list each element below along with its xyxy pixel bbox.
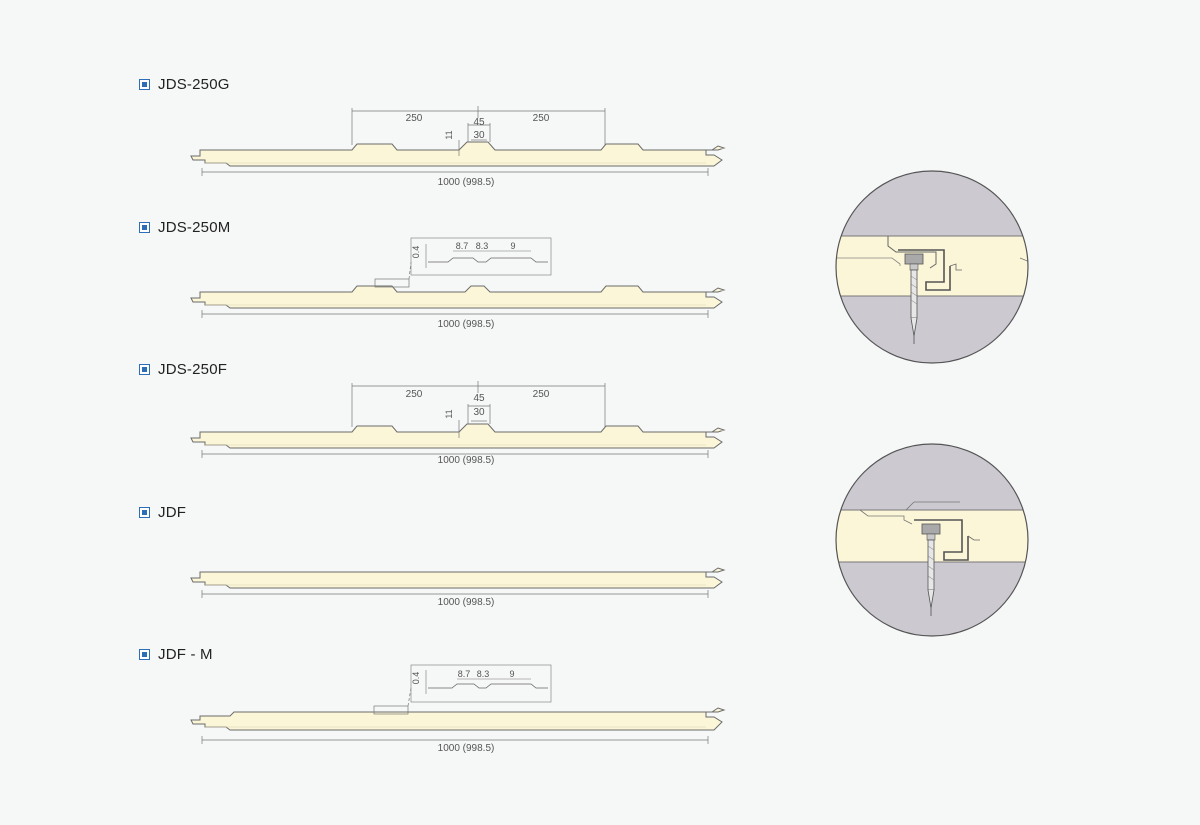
section-title-jdf-m: JDF - M [139,645,213,663]
square-bullet-icon [139,648,150,660]
square-bullet-icon [139,363,150,375]
dim-seg-a: 8.7 [456,241,469,251]
dim-seg-c: 9 [509,669,514,679]
section-title-jds-250g: JDS-250G [139,75,230,93]
dim-thickness: 0.4 [411,672,421,685]
dim-groove-top: 45 [473,117,485,128]
panel-profile-jdf-m: 0.4 8.7 8.3 9 1000 (998.5) [190,664,726,754]
dim-seg-a: 8.7 [458,669,471,679]
dim-depth: 11 [444,130,454,139]
section-title-jdf: JDF [139,503,186,521]
dim-groove-bottom: 30 [473,407,485,418]
panel-profile-jds-250f: 250 250 45 30 11 1000 (998.5) [190,381,726,466]
dim-total-width: 1000 (998.5) [438,177,495,188]
dim-left-span: 250 [406,389,423,400]
dim-total-width: 1000 (998.5) [438,743,495,754]
panel-profile-jds-250g: 250 250 45 30 11 1000 (998.5) [190,106,726,188]
joint-detail-circle-lower [835,443,1029,637]
section-title-jds-250m: JDS-250M [139,218,230,236]
joint-detail-circle-upper [835,170,1029,364]
section-title-jds-250f: JDS-250F [139,360,227,378]
panel-profile-jds-250m: 0.4 8.7 8.3 9 1000 (998.5) [190,237,726,330]
dim-right-span: 250 [533,389,550,400]
dim-groove-top: 45 [473,393,485,404]
dim-total-width: 1000 (998.5) [438,597,495,608]
square-bullet-icon [139,78,150,90]
square-bullet-icon [139,221,150,233]
dim-seg-b: 8.3 [476,241,489,251]
square-bullet-icon [139,506,150,518]
dim-left-span: 250 [406,113,423,124]
dim-total-width: 1000 (998.5) [438,455,495,466]
dim-seg-c: 9 [510,241,515,251]
panel-profile-jdf: 1000 (998.5) [190,567,726,608]
dim-groove-bottom: 30 [473,130,485,141]
dim-right-span: 250 [533,113,550,124]
dim-seg-b: 8.3 [477,669,490,679]
dim-depth: 11 [444,409,454,418]
dim-total-width: 1000 (998.5) [438,319,495,330]
dim-thickness: 0.4 [411,246,421,259]
